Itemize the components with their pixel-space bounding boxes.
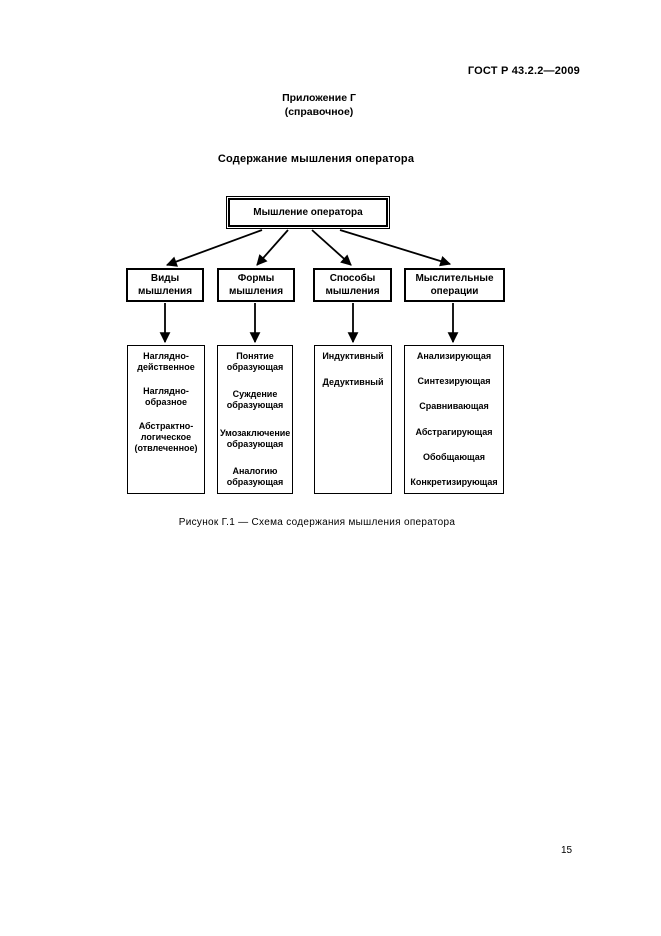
mind-root-label: Мышление оператора xyxy=(228,198,388,227)
list-item: Анализирующая xyxy=(416,351,492,361)
branch-box-operations: Мыслительные операции xyxy=(404,268,505,302)
leaf-box-types: Наглядно-действенное Наглядно-образное А… xyxy=(127,345,205,494)
appendix-heading: Приложение Г xyxy=(282,92,356,104)
standard-reference: ГОСТ Р 43.2.2—2009 xyxy=(467,65,580,77)
branch-box-methods: Способы мышления xyxy=(313,268,392,302)
list-item: Наглядно-образное xyxy=(143,386,189,407)
list-item: Абстрагирующая xyxy=(415,426,493,437)
list-item: Понятие образующая xyxy=(226,351,284,372)
list-item: Индуктивный xyxy=(322,351,384,361)
mind-root-box: Мышление оператора xyxy=(226,196,390,229)
branch-box-forms: Формы мышления xyxy=(217,268,295,302)
appendix-subheading: (справочное) xyxy=(284,106,354,118)
section-title: Содержание мышления оператора xyxy=(217,153,415,165)
list-item: Конкретизирующая xyxy=(410,476,498,487)
figure-caption: Рисунок Г.1 — Схема содержания мышления … xyxy=(178,517,456,528)
leaf-box-methods: Индуктивный Дедуктивный xyxy=(314,345,392,494)
list-item: Обобщающая xyxy=(423,451,485,462)
page-number: 15 xyxy=(561,845,573,856)
leaf-box-operations: Анализирующая Синтезирующая Сравнивающая… xyxy=(404,345,504,494)
list-item: Сравнивающая xyxy=(419,401,489,412)
list-item: Умозаключение образующая xyxy=(220,427,291,449)
list-item: Наглядно-действенное xyxy=(137,351,195,372)
list-item: Синтезирующая xyxy=(417,376,491,387)
branch-box-types: Виды мышления xyxy=(126,268,204,302)
list-item: Суждение образующая xyxy=(226,389,284,411)
leaf-box-forms: Понятие образующая Суждение образующая У… xyxy=(217,345,293,494)
list-item: Дедуктивный xyxy=(322,377,384,387)
list-item: Аналогию образующая xyxy=(226,465,284,487)
list-item: Абстрактно-логическое (отвлеченное) xyxy=(134,421,198,453)
appendix-heading-block: Приложение Г (справочное) xyxy=(0,91,638,119)
